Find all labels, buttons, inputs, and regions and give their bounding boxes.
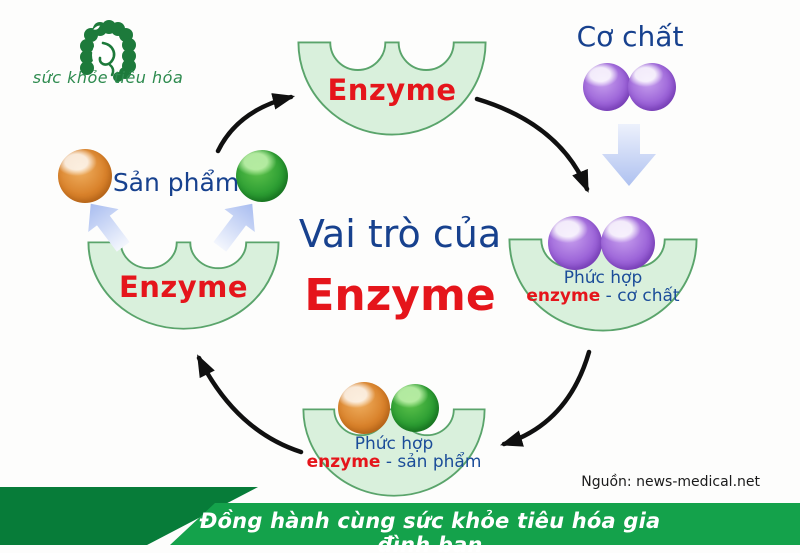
complex-ep-label: Phức hợp enzyme - sản phẩm bbox=[302, 435, 486, 471]
banner-strip bbox=[170, 503, 800, 545]
substrate-sphere-bound-1 bbox=[548, 216, 602, 270]
logo-text: sức khỏe tiêu hóa bbox=[32, 68, 184, 87]
complex-es-rest: - cơ chất bbox=[600, 286, 680, 306]
substrate-sphere-1 bbox=[583, 63, 631, 111]
substrate-label: Cơ chất bbox=[576, 20, 684, 53]
cycle-arrow-complex-to-product-complex bbox=[499, 349, 592, 447]
source-credit: Nguồn: news-medical.net bbox=[581, 474, 760, 490]
page-title-line1: Vai trò của bbox=[298, 212, 502, 256]
product-sphere-bound-orange bbox=[338, 382, 390, 434]
enzyme-shape-top bbox=[297, 41, 487, 137]
product-label: Sản phẩm bbox=[112, 168, 240, 197]
cycle-arrow-product-to-enzyme bbox=[215, 93, 296, 154]
complex-es-line2: enzyme - cơ chất bbox=[508, 287, 698, 305]
enzyme-top-label: Enzyme bbox=[327, 73, 457, 107]
complex-ep-line2: enzyme - sản phẩm bbox=[302, 453, 486, 471]
substrate-down-arrow-icon bbox=[602, 124, 656, 186]
banner-slogan: Đồng hành cùng sức khỏe tiêu hóa gia đìn… bbox=[199, 509, 661, 553]
complex-ep-enzyme-word: enzyme bbox=[306, 452, 381, 472]
enzyme-shape-left bbox=[87, 241, 280, 331]
product-sphere-orange bbox=[58, 149, 112, 203]
complex-ep-line1: Phức hợp bbox=[354, 434, 434, 454]
substrate-sphere-bound-2 bbox=[601, 216, 655, 270]
complex-es-label: Phức hợp enzyme - cơ chất bbox=[508, 269, 698, 305]
enzyme-left-label: Enzyme bbox=[118, 270, 249, 304]
product-sphere-green bbox=[236, 150, 288, 202]
cycle-arrow-product-complex-to-enzyme bbox=[196, 354, 304, 455]
complex-es-line1: Phức hợp bbox=[563, 268, 643, 288]
page-title-line2: Enzyme bbox=[304, 270, 496, 321]
complex-es-enzyme-word: enzyme bbox=[526, 286, 601, 306]
complex-ep-shape bbox=[302, 408, 486, 498]
cycle-arrow-enzyme-to-complex bbox=[474, 96, 590, 193]
product-sphere-bound-green bbox=[391, 384, 439, 432]
complex-ep-rest: - sản phẩm bbox=[380, 452, 482, 472]
release-arrow-right-icon bbox=[213, 203, 255, 252]
gut-health-logo-icon bbox=[80, 20, 136, 82]
substrate-sphere-2 bbox=[628, 63, 676, 111]
release-arrow-left-icon bbox=[88, 203, 130, 252]
